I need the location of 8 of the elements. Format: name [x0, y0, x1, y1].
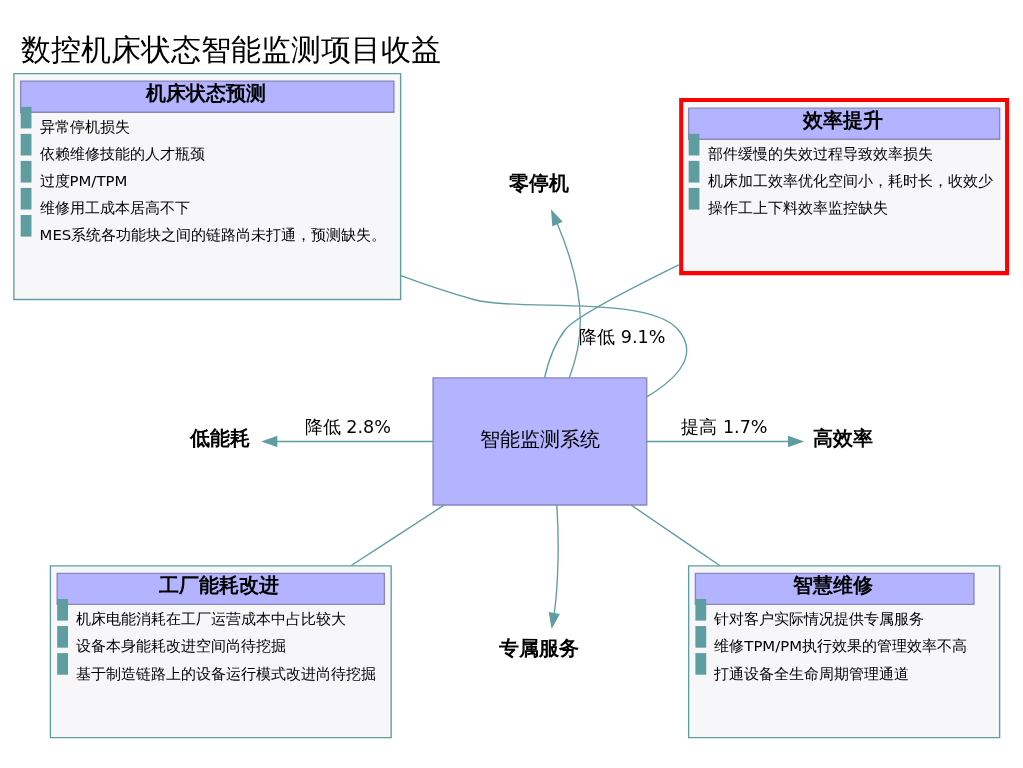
node-text: 零停机 [508, 170, 569, 195]
node-text: 低能耗 [189, 425, 250, 450]
node-text: 专属服务 [498, 636, 579, 661]
edge-label: 提高 1.7% [681, 416, 768, 437]
diagram-title: 数控机床状态智能监测项目收益 [20, 31, 441, 67]
edge-label: 降低 2.8% [304, 416, 391, 437]
node-text: 高效率 [813, 425, 874, 450]
edge-label: 降低 9.1% [579, 327, 666, 348]
